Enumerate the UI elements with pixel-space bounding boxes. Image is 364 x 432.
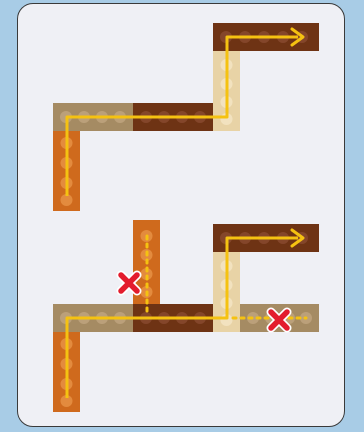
blocked-path-example [53, 220, 319, 412]
x-mark-icon [121, 275, 137, 291]
x-mark-icon [271, 312, 287, 328]
path-line [67, 37, 298, 196]
working-path-example [53, 23, 319, 211]
